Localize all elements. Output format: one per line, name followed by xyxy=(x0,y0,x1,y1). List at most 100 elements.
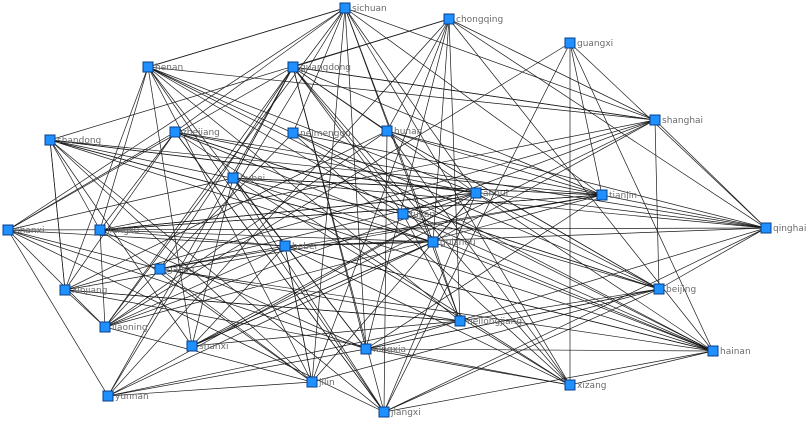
node-square-icon[interactable] xyxy=(287,127,299,139)
node-square-icon[interactable] xyxy=(44,134,56,146)
node-guangxi[interactable]: guangxi xyxy=(564,37,613,49)
node-square-icon[interactable] xyxy=(2,224,14,236)
node-label: jiangxi xyxy=(390,408,421,418)
edge-tianjin-shandong xyxy=(49,138,603,196)
node-square-icon[interactable] xyxy=(653,283,665,295)
edge-jilin-henan xyxy=(147,66,313,383)
node-square-icon[interactable] xyxy=(649,114,661,126)
node-hainan[interactable]: hainan xyxy=(707,345,751,357)
node-square-icon[interactable] xyxy=(360,343,372,355)
edge-hainan-hebei xyxy=(284,244,714,352)
node-square-icon[interactable] xyxy=(443,13,455,25)
node-square-icon[interactable] xyxy=(59,284,71,296)
node-square-icon[interactable] xyxy=(760,222,772,234)
edge-jilin-liaoning xyxy=(104,326,313,383)
node-guizhou[interactable]: guizhou xyxy=(427,236,476,248)
node-square-icon[interactable] xyxy=(99,321,111,333)
edge-shandong-jilin xyxy=(49,139,313,383)
node-sichuan[interactable]: sichuan xyxy=(339,2,387,14)
node-shandong[interactable]: shandong xyxy=(44,134,101,146)
edge-guangxi-tianjin xyxy=(569,42,604,196)
node-xinjiang[interactable]: xinjiang xyxy=(59,284,107,296)
edge-henan-sichuan xyxy=(147,7,346,68)
node-hunan[interactable]: hunan xyxy=(381,125,422,137)
node-square-icon[interactable] xyxy=(279,240,291,252)
node-shanxi1[interactable]: shanxi xyxy=(2,224,44,236)
node-label: jiangsu xyxy=(106,226,139,236)
edge-beijing-fujian xyxy=(402,213,660,290)
node-square-icon[interactable] xyxy=(470,187,482,199)
node-henan[interactable]: henan xyxy=(142,61,183,73)
node-tianjin[interactable]: tianjin xyxy=(596,189,637,201)
edge-shanxi2-shanghai xyxy=(191,119,656,347)
node-hebei[interactable]: hebei xyxy=(279,240,317,252)
node-jiangxi[interactable]: jiangxi xyxy=(378,406,421,418)
edge-jiangsu-tianjin xyxy=(99,193,603,231)
node-heilongjiang[interactable]: heilongjiang xyxy=(454,315,522,327)
node-square-icon[interactable] xyxy=(339,2,351,14)
edge-zhejiang-xinjiang xyxy=(64,131,176,291)
node-hubei[interactable]: hubei xyxy=(227,172,265,184)
node-square-icon[interactable] xyxy=(169,126,181,138)
edge-tianjin-sichuan xyxy=(344,7,603,196)
node-ningxia[interactable]: ningxia xyxy=(360,343,406,355)
node-zhejiang[interactable]: zhejiang xyxy=(169,126,220,138)
edge-beijing-anhui xyxy=(475,192,660,290)
node-square-icon[interactable] xyxy=(378,406,390,418)
edge-sichuan-shanxi1 xyxy=(7,7,346,231)
node-square-icon[interactable] xyxy=(102,390,114,402)
node-xizang[interactable]: xizang xyxy=(564,379,606,391)
edge-chongqing-hainan xyxy=(448,18,714,352)
edge-jiangsu-shanghai xyxy=(99,118,656,231)
edge-jilin-beijing xyxy=(311,288,660,383)
node-square-icon[interactable] xyxy=(564,37,576,49)
node-square-icon[interactable] xyxy=(142,61,154,73)
edge-sichuan-zhejiang xyxy=(174,7,346,133)
node-square-icon[interactable] xyxy=(306,376,318,388)
node-square-icon[interactable] xyxy=(427,236,439,248)
edge-guangdong-fujian xyxy=(292,66,404,215)
node-label: yunnan xyxy=(115,392,149,402)
node-shanghai[interactable]: shanghai xyxy=(649,114,703,126)
node-square-icon[interactable] xyxy=(564,379,576,391)
node-square-icon[interactable] xyxy=(454,315,466,327)
node-square-icon[interactable] xyxy=(186,340,198,352)
node-square-icon[interactable] xyxy=(596,189,608,201)
edge-tianjin-neimenggu xyxy=(292,131,603,196)
node-square-icon[interactable] xyxy=(381,125,393,137)
node-anhui[interactable]: anhui xyxy=(470,187,508,199)
node-gansu[interactable]: gansu xyxy=(154,263,194,275)
edge-shandong-chongqing xyxy=(49,18,450,141)
edge-yunnan-sichuan xyxy=(107,7,346,397)
node-square-icon[interactable] xyxy=(397,208,409,220)
edge-shanxi2-hebei xyxy=(191,245,286,347)
node-guangdong[interactable]: guangdong xyxy=(287,61,351,73)
node-label: hubei xyxy=(240,174,265,184)
edge-beijing-shanghai xyxy=(652,119,660,290)
node-jiangsu[interactable]: jiangsu xyxy=(94,224,139,236)
node-square-icon[interactable] xyxy=(707,345,719,357)
node-square-icon[interactable] xyxy=(227,172,239,184)
edge-shandong-shanxi2 xyxy=(49,139,193,347)
node-beijing[interactable]: beijing xyxy=(653,283,696,295)
edge-heilongjiang-beijing xyxy=(459,287,660,322)
node-square-icon[interactable] xyxy=(154,263,166,275)
node-chongqing[interactable]: chongqing xyxy=(443,13,503,25)
node-neimenggu[interactable]: neimenggu xyxy=(287,127,351,139)
edge-hubei-ningxia xyxy=(232,177,367,350)
edge-henan-jiangsu xyxy=(99,66,149,231)
edge-guizhou-shanghai xyxy=(432,119,656,243)
node-yunnan[interactable]: yunnan xyxy=(102,390,149,402)
node-fujian[interactable]: fujian xyxy=(397,208,435,220)
node-square-icon[interactable] xyxy=(287,61,299,73)
edge-liaoning-guangdong xyxy=(104,66,294,328)
node-qinghai[interactable]: qinghai xyxy=(760,222,806,234)
edge-henan-jiangxi xyxy=(147,66,385,413)
node-jilin[interactable]: jilin xyxy=(306,376,335,388)
edge-qinghai-hebei xyxy=(284,227,767,248)
edge-hainan-guizhou xyxy=(432,241,714,352)
node-square-icon[interactable] xyxy=(94,224,106,236)
node-shanxi2[interactable]: shanxi xyxy=(186,340,228,352)
node-liaoning[interactable]: liaoning xyxy=(99,321,148,333)
node-label: hainan xyxy=(720,347,751,357)
